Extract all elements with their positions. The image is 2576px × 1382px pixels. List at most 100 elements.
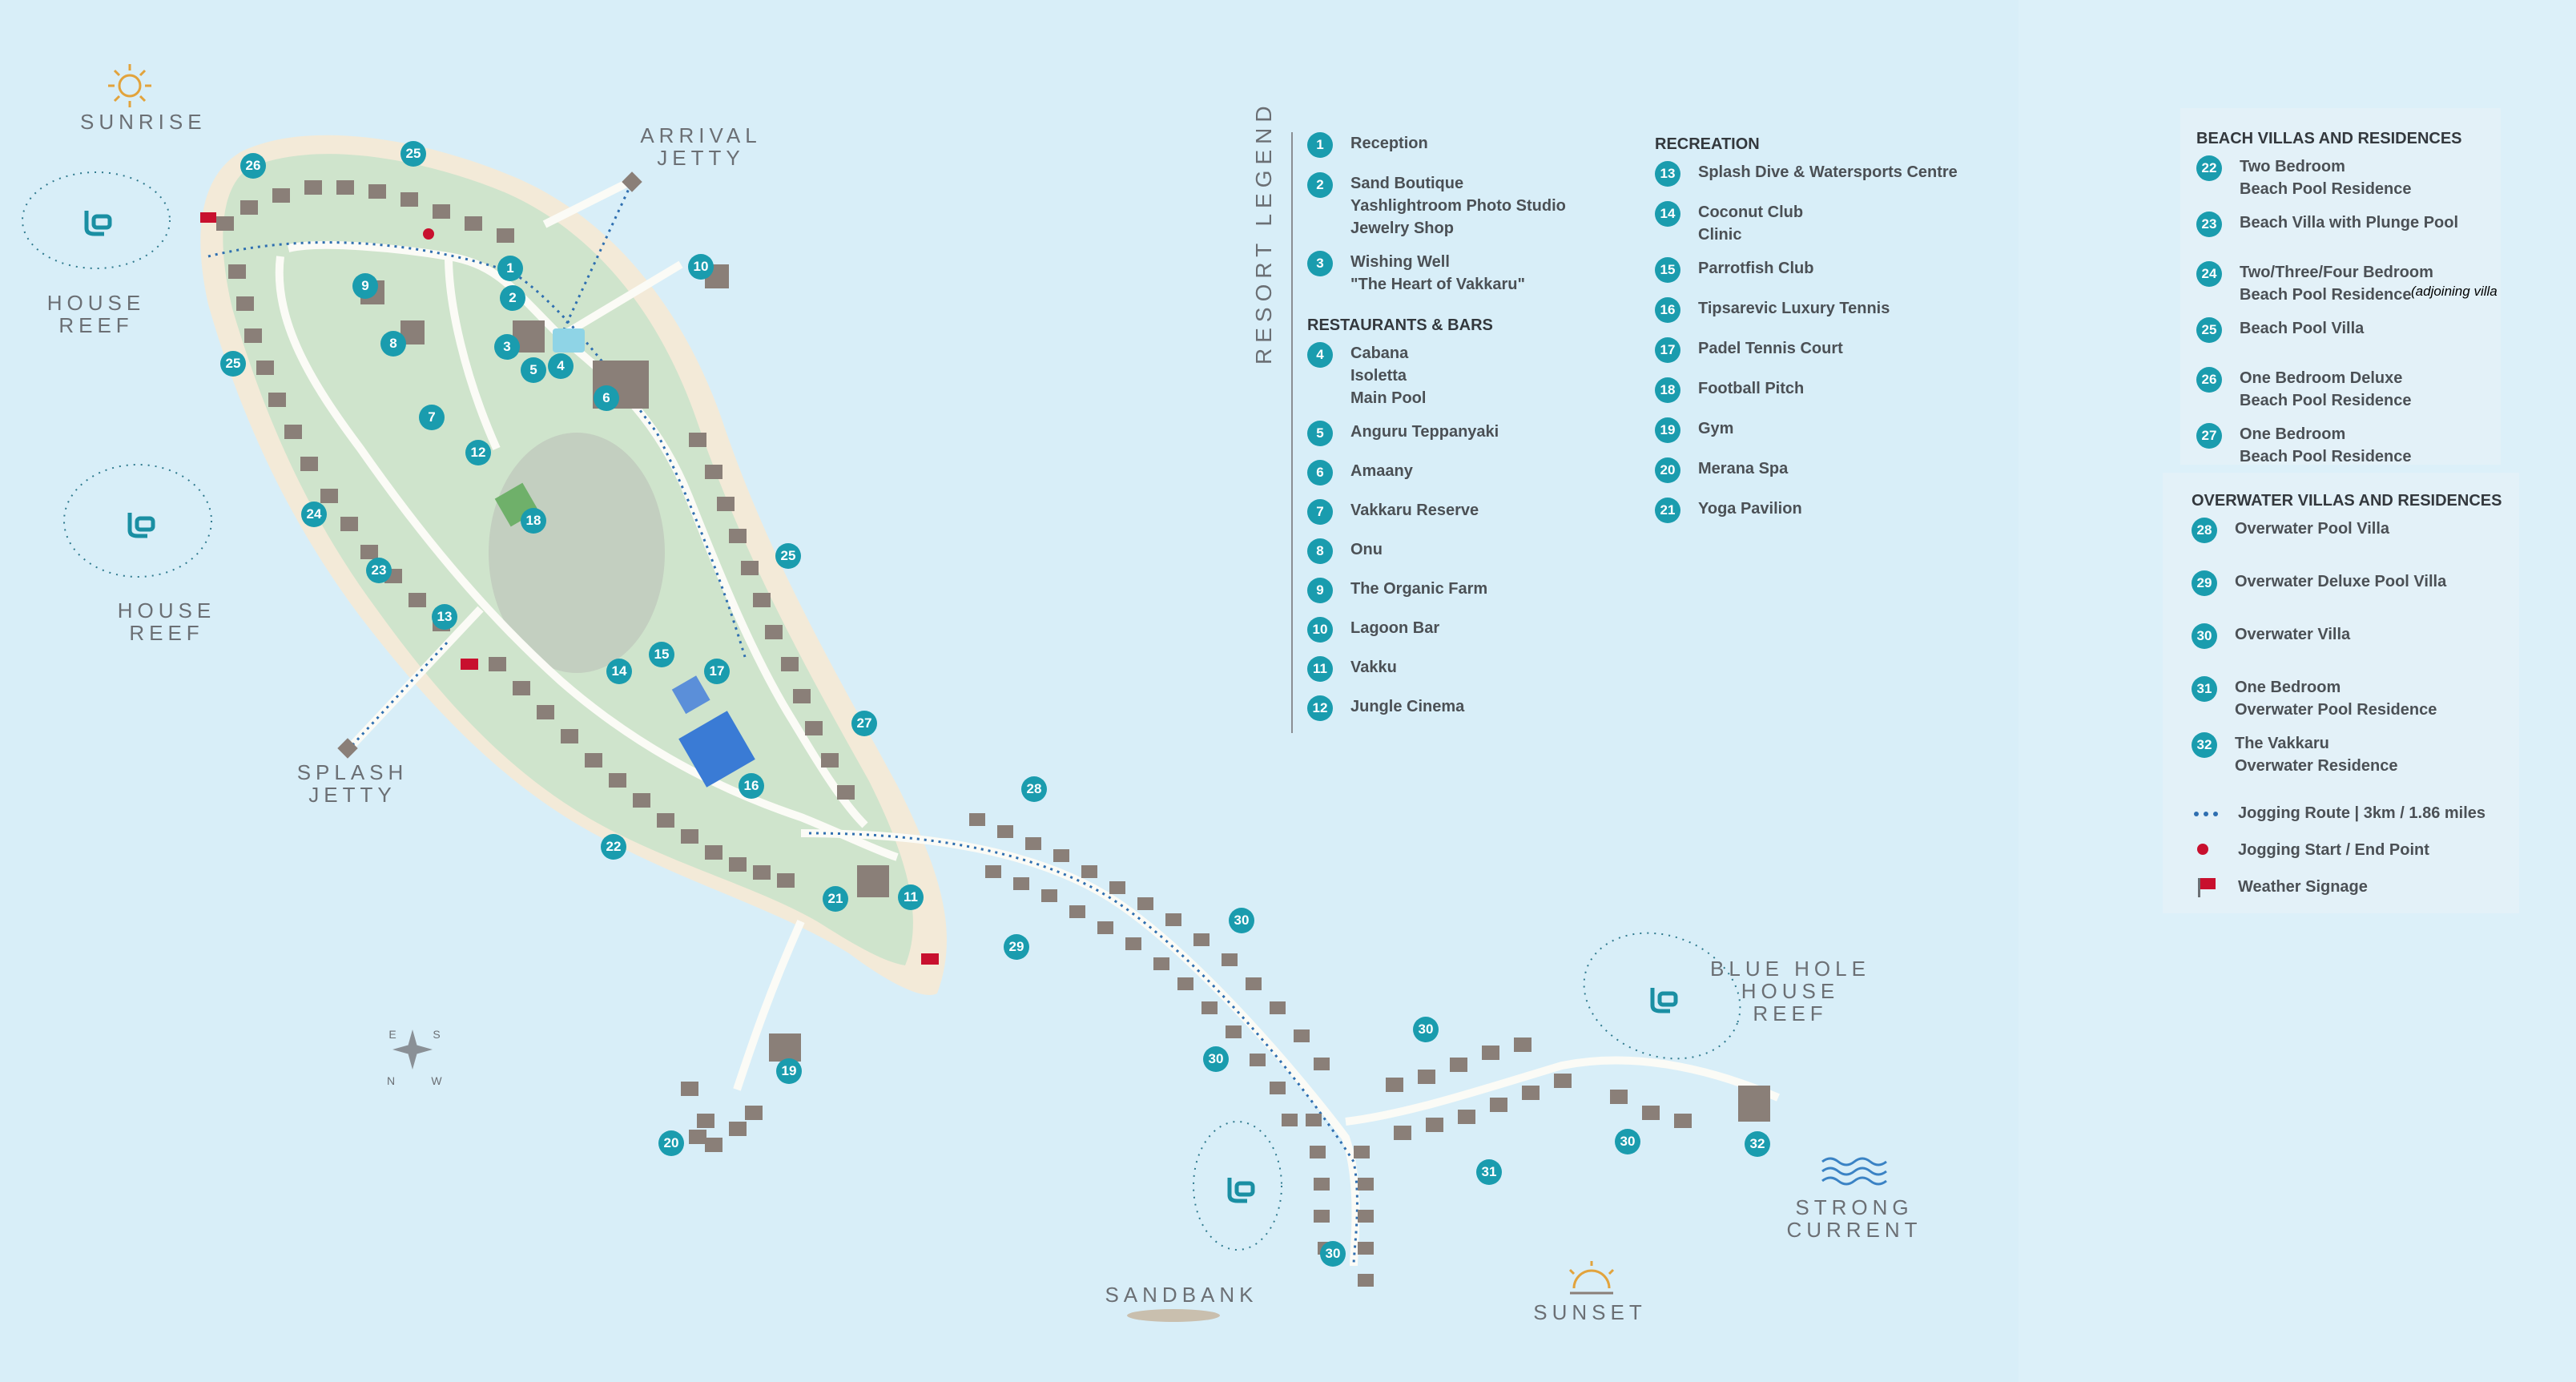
map-marker[interactable]: 14 xyxy=(606,659,632,684)
legend-item: 20 Merana Spa xyxy=(1655,457,2039,498)
map-marker[interactable]: 31 xyxy=(1476,1159,1502,1185)
legend-number-badge: 11 xyxy=(1307,656,1333,682)
legend-item: 25 Beach Pool Villa xyxy=(2196,317,2501,367)
legend-item-label: Parrotfish Club xyxy=(1698,260,1814,277)
sunrise-label: SUNRISE xyxy=(80,110,207,134)
legend-number-badge: 8 xyxy=(1307,538,1333,564)
legend-key-label: Jogging Start / End Point xyxy=(2238,841,2429,859)
legend-item-label: Wishing Well "The Heart of Vakkaru" xyxy=(1350,253,1525,293)
legend-item: 30 Overwater Villa xyxy=(2192,623,2512,676)
legend-item-label: Overwater Deluxe Pool Villa xyxy=(2235,573,2447,590)
legend-number-badge: 26 xyxy=(2196,367,2222,393)
map-marker[interactable]: 15 xyxy=(649,642,674,667)
map-marker[interactable]: 24 xyxy=(301,502,327,527)
legend-number-badge: 14 xyxy=(1655,201,1680,227)
map-marker[interactable]: 8 xyxy=(380,331,406,357)
map-marker[interactable]: 10 xyxy=(688,254,714,280)
map-marker[interactable]: 13 xyxy=(432,604,457,630)
map-marker[interactable]: 18 xyxy=(521,508,546,534)
map-marker[interactable]: 25 xyxy=(400,141,426,167)
legend-number-badge: 20 xyxy=(1655,457,1680,483)
legend-number-badge: 30 xyxy=(2192,623,2217,649)
map-marker[interactable]: 30 xyxy=(1229,908,1254,933)
legend-item-label: Beach Pool Villa xyxy=(2240,320,2365,337)
map-marker[interactable]: 5 xyxy=(521,357,546,383)
main-pool xyxy=(553,328,585,353)
map-marker[interactable]: 19 xyxy=(776,1058,802,1084)
map-marker[interactable]: 29 xyxy=(1004,934,1029,960)
jogging-route xyxy=(207,179,1358,1267)
legend-key: Weather Signage xyxy=(2192,868,2512,905)
jogging-point-icon xyxy=(2192,838,2224,862)
map-marker[interactable]: 22 xyxy=(601,834,626,860)
map-marker[interactable]: 3 xyxy=(494,334,520,360)
map-marker[interactable]: 17 xyxy=(704,659,730,684)
legend-item: 7 Vakkaru Reserve xyxy=(1307,499,1628,538)
beach-heading: BEACH VILLAS AND RESIDENCES xyxy=(2196,130,2462,147)
legend-item-label: Amaany xyxy=(1350,462,1413,480)
compass-e: E xyxy=(388,1028,396,1041)
overwater-villas-box xyxy=(2163,473,2519,913)
map-marker[interactable]: 21 xyxy=(823,886,848,912)
legend-item-label: The Organic Farm xyxy=(1350,580,1488,598)
map-marker[interactable]: 6 xyxy=(594,385,619,411)
legend-item-label: Vakkaru Reserve xyxy=(1350,502,1479,519)
map-marker[interactable]: 11 xyxy=(898,884,924,910)
map-marker[interactable]: 9 xyxy=(352,273,378,299)
map-marker[interactable]: 16 xyxy=(739,773,764,799)
map-marker[interactable]: 2 xyxy=(500,285,525,311)
legend-number-badge: 25 xyxy=(2196,317,2222,343)
map-marker[interactable]: 30 xyxy=(1203,1046,1229,1072)
legend-item-label: One Bedroom Beach Pool Residence xyxy=(2240,425,2412,465)
map-marker[interactable]: 23 xyxy=(366,558,392,583)
splash-jetty-label: SPLASH JETTY xyxy=(296,760,409,807)
map-marker[interactable]: 25 xyxy=(220,351,246,377)
legend-item-label: Jungle Cinema xyxy=(1350,698,1465,715)
map-marker[interactable]: 30 xyxy=(1320,1241,1346,1267)
legend-item-label: Padel Tennis Court xyxy=(1698,340,1843,357)
blue-hole-label: BLUE HOLE HOUSE REEF xyxy=(1710,957,1870,1025)
map-marker[interactable]: 28 xyxy=(1021,776,1047,802)
sandbank-label: SANDBANK xyxy=(1105,1283,1258,1307)
legend-number-badge: 7 xyxy=(1307,499,1333,525)
map-marker[interactable]: 26 xyxy=(240,153,266,179)
map-marker[interactable]: 1 xyxy=(497,256,523,281)
legend-item-label: Overwater Villa xyxy=(2235,626,2351,643)
legend-number-badge: 31 xyxy=(2192,676,2217,702)
legend-item-label: Merana Spa xyxy=(1698,460,1789,477)
snorkel-icon xyxy=(84,211,1678,1203)
map-marker[interactable]: 25 xyxy=(775,543,801,569)
legend-number-badge: 10 xyxy=(1307,617,1333,643)
map-marker[interactable]: 20 xyxy=(658,1130,684,1156)
map-marker[interactable]: 12 xyxy=(465,440,491,465)
legend-item-label: Beach Villa with Plunge Pool xyxy=(2240,214,2459,232)
map-marker[interactable]: 30 xyxy=(1615,1129,1640,1154)
compass-n: N xyxy=(386,1074,396,1087)
legend-item-label: Coconut Club Clinic xyxy=(1698,203,1804,244)
legend-key-label: Jogging Route | 3km / 1.86 miles xyxy=(2238,804,2486,822)
map-marker[interactable]: 32 xyxy=(1745,1131,1770,1157)
map-marker[interactable]: 27 xyxy=(851,711,877,736)
map-marker[interactable]: 4 xyxy=(548,353,574,379)
map-marker[interactable]: 7 xyxy=(419,405,445,430)
legend-number-badge: 18 xyxy=(1655,377,1680,403)
legend-number-badge: 22 xyxy=(2196,155,2222,181)
tennis-court xyxy=(678,711,755,788)
legend-item-label: Overwater Pool Villa xyxy=(2235,520,2390,538)
map-marker[interactable]: 30 xyxy=(1413,1017,1439,1042)
legend-item-note: (adjoining villa xyxy=(2411,284,2498,299)
legend-number-badge: 6 xyxy=(1307,460,1333,486)
